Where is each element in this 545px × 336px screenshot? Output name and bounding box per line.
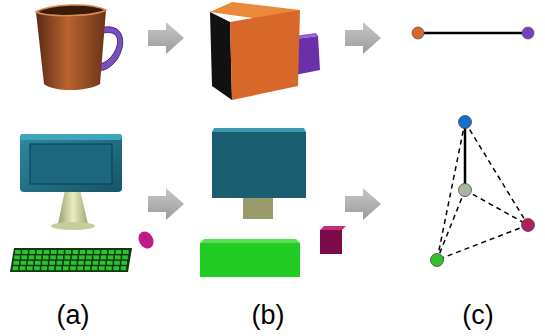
key bbox=[50, 255, 56, 259]
key bbox=[116, 250, 122, 254]
key bbox=[94, 250, 100, 254]
key bbox=[41, 266, 47, 270]
key bbox=[20, 266, 26, 270]
key bbox=[56, 266, 62, 270]
key bbox=[64, 261, 70, 265]
key bbox=[43, 255, 49, 259]
key bbox=[65, 255, 71, 259]
key bbox=[93, 261, 99, 265]
mug-render bbox=[36, 5, 123, 90]
key bbox=[99, 266, 105, 270]
key bbox=[87, 250, 93, 254]
key bbox=[34, 266, 40, 270]
key bbox=[121, 261, 127, 265]
key bbox=[13, 261, 19, 265]
key bbox=[93, 255, 99, 259]
key bbox=[101, 255, 107, 259]
key bbox=[22, 250, 28, 254]
key bbox=[72, 255, 78, 259]
key bbox=[58, 250, 64, 254]
key bbox=[73, 250, 79, 254]
key bbox=[100, 261, 106, 265]
object-graph bbox=[431, 116, 535, 267]
key bbox=[114, 261, 120, 265]
key bbox=[29, 255, 35, 259]
key bbox=[15, 250, 21, 254]
key bbox=[109, 250, 115, 254]
object-graph bbox=[412, 27, 534, 39]
key bbox=[35, 261, 41, 265]
panel-label: (a) bbox=[57, 302, 90, 329]
key bbox=[85, 266, 91, 270]
key bbox=[21, 255, 27, 259]
key bbox=[115, 255, 121, 259]
key bbox=[78, 261, 84, 265]
key bbox=[71, 261, 77, 265]
key bbox=[29, 250, 35, 254]
mug-boxes bbox=[210, 2, 320, 100]
key bbox=[51, 250, 57, 254]
key bbox=[123, 250, 129, 254]
key bbox=[106, 266, 112, 270]
key bbox=[101, 250, 107, 254]
key bbox=[14, 255, 20, 259]
computer-boxes bbox=[200, 128, 346, 277]
key bbox=[36, 255, 42, 259]
key bbox=[85, 261, 91, 265]
key bbox=[121, 266, 127, 270]
key bbox=[21, 261, 27, 265]
key bbox=[77, 266, 83, 270]
key bbox=[42, 261, 48, 265]
key bbox=[107, 261, 113, 265]
key bbox=[80, 250, 86, 254]
key bbox=[79, 255, 85, 259]
key bbox=[44, 250, 50, 254]
key bbox=[27, 266, 33, 270]
key bbox=[57, 255, 63, 259]
key bbox=[28, 261, 34, 265]
key bbox=[92, 266, 98, 270]
key bbox=[63, 266, 69, 270]
key bbox=[57, 261, 63, 265]
key bbox=[113, 266, 119, 270]
key bbox=[86, 255, 92, 259]
key bbox=[108, 255, 114, 259]
key bbox=[13, 266, 19, 270]
key bbox=[70, 266, 76, 270]
key bbox=[65, 250, 71, 254]
panel-label: (c) bbox=[462, 302, 493, 329]
computer-render bbox=[10, 134, 157, 272]
key bbox=[49, 261, 55, 265]
panel-label: (b) bbox=[252, 302, 285, 329]
key bbox=[122, 255, 128, 259]
key bbox=[37, 250, 43, 254]
key bbox=[49, 266, 55, 270]
